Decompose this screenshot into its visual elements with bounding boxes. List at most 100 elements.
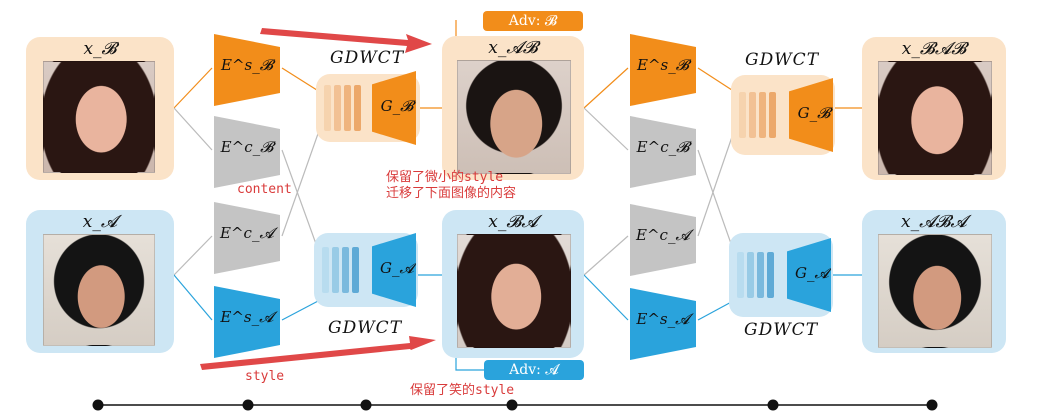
encoder-label: E^s_𝓑: [637, 56, 689, 74]
gdwct-title-top-1: GDWCT: [330, 48, 405, 68]
feature-bar: [334, 85, 341, 131]
line-esa2-to-gd4: [697, 299, 736, 321]
timeline-dot: [926, 399, 938, 411]
line-xa-to-esa: [173, 274, 213, 321]
feature-bar: [344, 85, 351, 131]
image-label-xaba: x_𝓐𝓑𝓐: [901, 212, 967, 232]
line-xba-to-esa2: [583, 274, 629, 321]
line-xb-to-esb: [173, 67, 213, 109]
timeline-dot: [92, 399, 104, 411]
red-arrow-top: [260, 28, 432, 53]
encoder-label: E^s_𝓐: [636, 310, 690, 328]
generator-label: G_𝓐: [795, 264, 829, 282]
timeline-dot: [767, 399, 779, 411]
feature-bar: [769, 92, 776, 138]
generator-label: G_𝓑: [797, 104, 831, 122]
encoder-style-b-2: E^s_𝓑: [630, 34, 696, 106]
adversarial-label-b: Adv: 𝓑: [483, 11, 583, 31]
timeline-dot: [242, 399, 254, 411]
image-box-xa: x_𝓐: [26, 210, 174, 353]
annotation-small-style-2: 迁移了下面图像的内容: [386, 186, 517, 201]
encoder-content-a: E^c_𝓐: [214, 202, 280, 274]
red-arrow-bottom: [200, 336, 436, 370]
image-label-xb: x_𝓑: [83, 39, 117, 59]
annotation-small-style-1: 保留了微小的style: [386, 170, 504, 185]
gdwct-block-bottom-1: G_𝓐: [314, 233, 418, 307]
portrait-photo-xa: [43, 234, 155, 346]
line-xba-to-eca2: [583, 235, 629, 276]
portrait-photo-xbab: [878, 61, 992, 175]
encoder-label: E^s_𝓐: [220, 308, 274, 326]
feature-bar: [739, 92, 746, 138]
feature-bar: [332, 247, 339, 293]
adversarial-label-a: Adv: 𝓐: [484, 360, 584, 380]
encoder-style-a-2: E^s_𝓐: [630, 288, 696, 360]
encoder-style-a: E^s_𝓐: [214, 286, 280, 358]
line-esa-to-gd2: [281, 299, 321, 321]
encoder-label: E^c_𝓑: [220, 138, 274, 156]
image-box-xb: x_𝓑: [26, 37, 174, 180]
feature-bar: [737, 252, 744, 298]
timeline-dot: [506, 399, 518, 411]
portrait-photo-xab: [457, 60, 571, 174]
generator-a-bottom: G_𝓐: [372, 233, 416, 307]
generator-label: G_𝓑: [380, 97, 414, 115]
line-ecb2-to-gd4: [697, 149, 736, 256]
line-eca2-to-gd3: [697, 127, 736, 237]
image-label-xa: x_𝓐: [82, 212, 118, 232]
gdwct-title-bottom-1: GDWCT: [328, 318, 403, 338]
image-box-xba: x_𝓑𝓐: [442, 210, 584, 358]
timeline-dot: [360, 399, 372, 411]
feature-bar: [747, 252, 754, 298]
image-label-xba: x_𝓑𝓐: [488, 212, 538, 232]
gdwct-block-bottom-2: G_𝓐: [729, 233, 833, 317]
line-esb2-to-gd3: [697, 67, 736, 93]
gdwct-block-top-2: G_𝓑: [731, 75, 835, 155]
generator-b-top-2: G_𝓑: [789, 78, 833, 152]
image-label-xab: x_𝓐𝓑: [488, 38, 538, 58]
gdwct-title-bottom-2: GDWCT: [744, 320, 819, 340]
image-box-xaba: x_𝓐𝓑𝓐: [862, 210, 1006, 353]
feature-bar: [749, 92, 756, 138]
encoder-style-b: E^s_𝓑: [214, 34, 280, 106]
feature-bar: [354, 85, 361, 131]
feature-bar: [342, 247, 349, 293]
line-eca-to-gd1: [281, 127, 321, 237]
encoder-content-a-2: E^c_𝓐: [630, 204, 696, 276]
image-box-xab: x_𝓐𝓑: [442, 36, 584, 180]
feature-bar: [322, 247, 329, 293]
feature-bar: [767, 252, 774, 298]
encoder-label: E^c_𝓑: [636, 138, 690, 156]
annotation-style: style: [245, 369, 285, 384]
encoder-label: E^s_𝓑: [221, 56, 273, 74]
line-esb-to-gd1: [281, 67, 321, 93]
generator-a-bottom-2: G_𝓐: [787, 238, 831, 312]
annotation-content: content: [237, 182, 292, 197]
line-adv-a: [455, 358, 484, 371]
generator-b-top: G_𝓑: [372, 71, 416, 145]
line-xa-to-eca: [173, 235, 213, 276]
gdwct-block-top-1: G_𝓑: [316, 71, 420, 145]
gdwct-title-top-2: GDWCT: [745, 50, 820, 70]
image-label-xbab: x_𝓑𝓐𝓑: [901, 39, 967, 59]
portrait-photo-xaba: [878, 234, 992, 348]
image-box-xbab: x_𝓑𝓐𝓑: [862, 37, 1006, 180]
encoder-content-b-2: E^c_𝓑: [630, 116, 696, 188]
line-xb-to-ecb: [173, 107, 213, 151]
feature-bar: [757, 252, 764, 298]
encoder-label: E^c_𝓐: [220, 224, 274, 242]
feature-bar: [352, 247, 359, 293]
annotation-smile-style: 保留了笑的style: [410, 383, 515, 398]
line-xab-to-ecb2: [583, 107, 629, 151]
encoder-content-b: E^c_𝓑: [214, 116, 280, 188]
line-xab-to-esb2: [583, 67, 629, 109]
generator-label: G_𝓐: [380, 259, 414, 277]
portrait-photo-xba: [457, 234, 571, 348]
feature-bar: [324, 85, 331, 131]
encoder-label: E^c_𝓐: [636, 226, 690, 244]
feature-bar: [759, 92, 766, 138]
line-ecb-to-gd2: [281, 149, 321, 256]
portrait-photo-xb: [43, 61, 155, 173]
